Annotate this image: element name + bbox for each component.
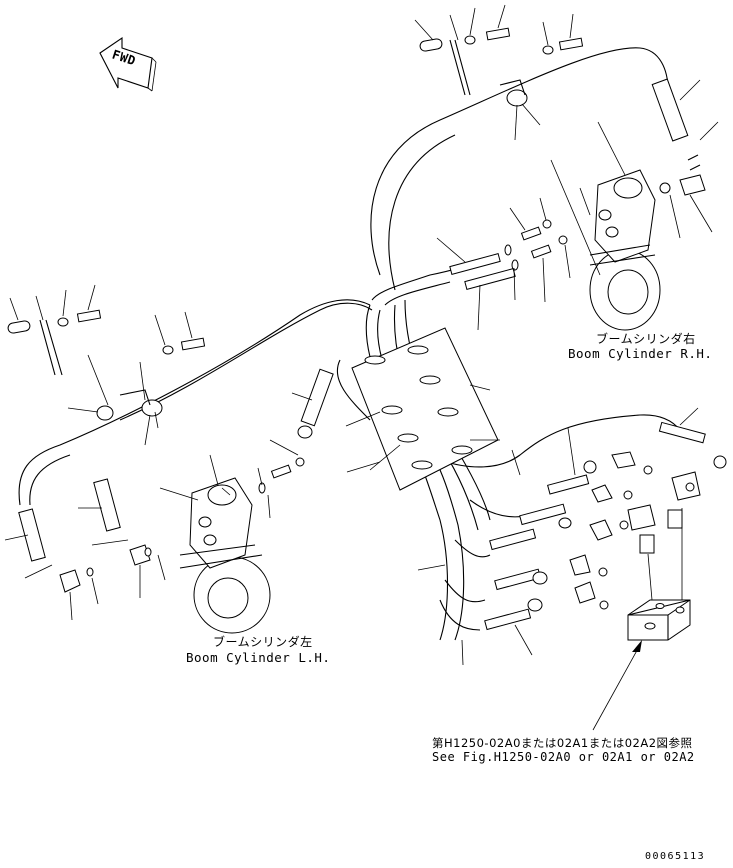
rh-label-jp: ブームシリンダ右 xyxy=(596,332,696,346)
drawing-number: 00065113 xyxy=(645,851,706,862)
boom-cylinder-lh xyxy=(179,477,271,634)
clamp-plates xyxy=(351,327,499,491)
valve-block xyxy=(627,599,691,641)
lh-label-jp: ブームシリンダ左 xyxy=(213,635,313,649)
reference-note-en: See Fig.H1250-02A0 or 02A1 or 02A2 xyxy=(432,750,695,764)
lh-label-en: Boom Cylinder L.H. xyxy=(186,650,331,665)
rh-label-en: Boom Cylinder R.H. xyxy=(568,346,713,361)
hose-lines xyxy=(18,47,681,641)
fwd-arrow xyxy=(99,36,157,92)
boom-cylinder-rh xyxy=(589,169,661,331)
reference-note-jp: 第H1250-02A0または02A1または02A2図参照 xyxy=(432,736,693,750)
fittings xyxy=(7,27,727,631)
leader-lines xyxy=(4,4,719,731)
